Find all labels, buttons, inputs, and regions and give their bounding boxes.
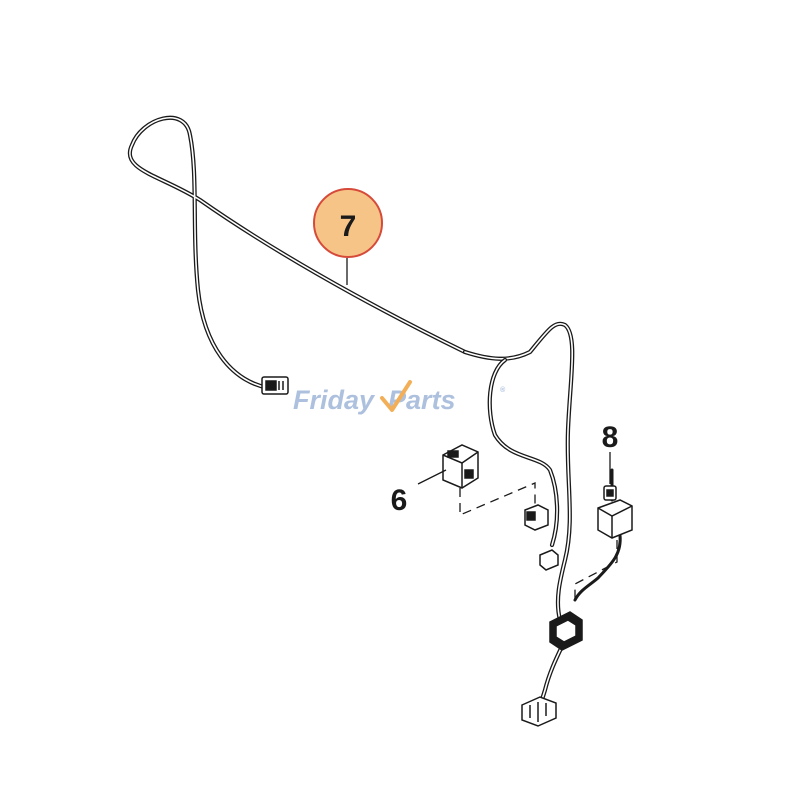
connector-bottom [521, 696, 557, 727]
assembly-dashed-lines [459, 482, 618, 600]
callout-8-label: 8 [602, 421, 619, 454]
relay-part-8 [597, 485, 633, 539]
connector-mid [524, 504, 549, 531]
leader-lines [346, 258, 611, 485]
callout-6: 6 [391, 484, 408, 517]
callout-6-label: 6 [391, 484, 408, 517]
connector-inline [549, 611, 583, 651]
watermark-mark: ® [500, 386, 506, 394]
watermark-part1: Friday [293, 385, 376, 415]
harness-cable [127, 115, 622, 715]
callout-7-label: 7 [340, 210, 357, 243]
callout-7: 7 [313, 188, 383, 258]
callout-8: 8 [602, 421, 619, 454]
connector-left [261, 376, 289, 395]
connector-terminal [539, 549, 559, 571]
watermark-check-icon [380, 380, 412, 412]
connector-part-6 [442, 444, 479, 489]
